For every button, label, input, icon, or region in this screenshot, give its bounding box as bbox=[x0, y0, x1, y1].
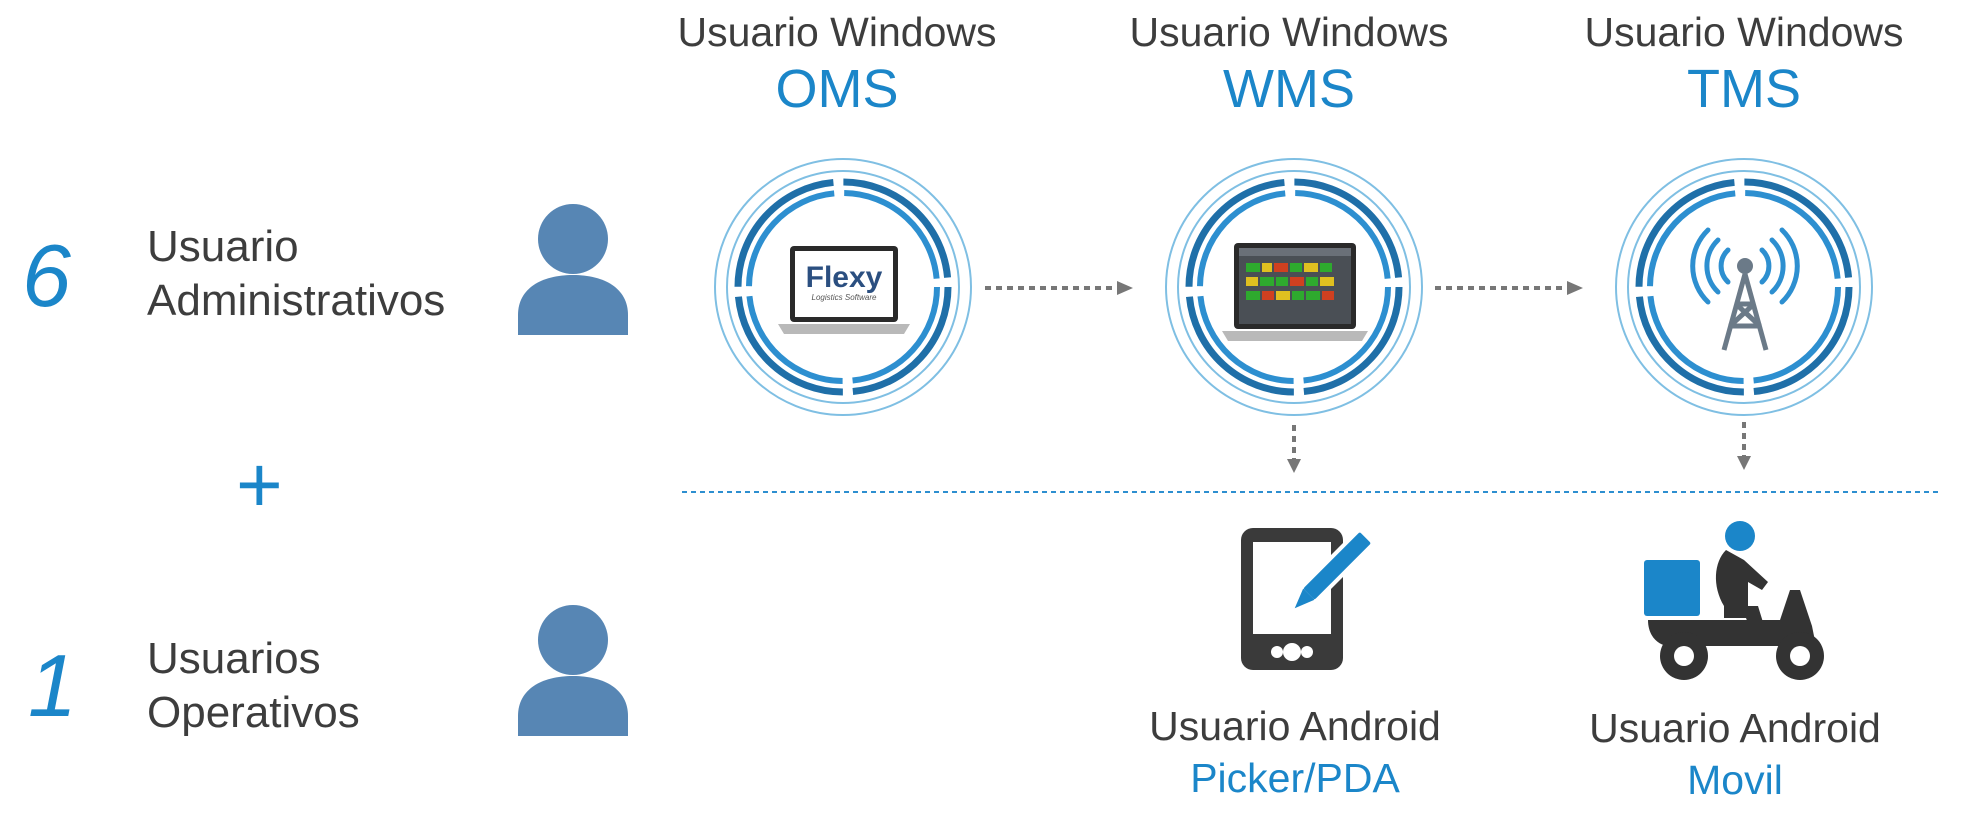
module-caption: Usuario Windows bbox=[677, 9, 997, 55]
delivery-scooter-icon bbox=[1644, 521, 1824, 680]
laptop-icon bbox=[778, 246, 910, 334]
arrow-wms-down bbox=[1287, 425, 1301, 473]
tablet-pen-icon bbox=[1241, 527, 1376, 670]
module-ring-oms bbox=[714, 158, 972, 416]
operators-label-line1: Usuarios bbox=[147, 634, 321, 683]
module-heading-wms: Usuario Windows WMS bbox=[1079, 6, 1499, 120]
user-icon bbox=[518, 204, 628, 335]
module-ring-tms bbox=[1615, 158, 1873, 416]
android-caption-picker: Usuario Android Picker/PDA bbox=[1105, 700, 1485, 804]
admin-label-line1: Usuario bbox=[147, 222, 299, 271]
android-caption: Usuario Android bbox=[1149, 703, 1441, 749]
operators-label: Usuarios Operativos bbox=[147, 632, 360, 740]
arrow-oms-to-wms bbox=[985, 281, 1133, 295]
operators-label-line2: Operativos bbox=[147, 688, 360, 737]
android-caption: Usuario Android bbox=[1589, 705, 1881, 751]
plus-sign: + bbox=[236, 440, 283, 529]
android-name: Movil bbox=[1687, 757, 1783, 803]
admin-label-line2: Administrativos bbox=[147, 276, 446, 325]
android-caption-movil: Usuario Android Movil bbox=[1545, 702, 1925, 806]
arrow-wms-to-tms bbox=[1435, 281, 1583, 295]
antenna-tower-icon bbox=[1690, 227, 1800, 351]
module-name: OMS bbox=[775, 59, 899, 119]
admin-count: 6 bbox=[22, 226, 71, 325]
module-name: TMS bbox=[1687, 59, 1801, 119]
android-name: Picker/PDA bbox=[1190, 755, 1400, 801]
module-name: WMS bbox=[1223, 59, 1355, 119]
module-caption: Usuario Windows bbox=[1584, 9, 1904, 55]
divider-line bbox=[682, 491, 1938, 493]
module-heading-tms: Usuario Windows TMS bbox=[1534, 6, 1954, 120]
operators-count: 1 bbox=[28, 636, 77, 735]
admin-label: Usuario Administrativos bbox=[147, 220, 445, 328]
user-icon bbox=[518, 605, 628, 736]
module-heading-oms: Usuario Windows OMS bbox=[627, 6, 1047, 120]
flexy-logo-text: Flexy bbox=[805, 261, 883, 294]
module-caption: Usuario Windows bbox=[1129, 9, 1449, 55]
arrow-tms-down bbox=[1737, 422, 1751, 470]
flexy-logo-subtitle: Logistics Software bbox=[811, 293, 877, 302]
module-ring-wms bbox=[1165, 158, 1423, 416]
laptop-icon bbox=[1222, 243, 1368, 341]
